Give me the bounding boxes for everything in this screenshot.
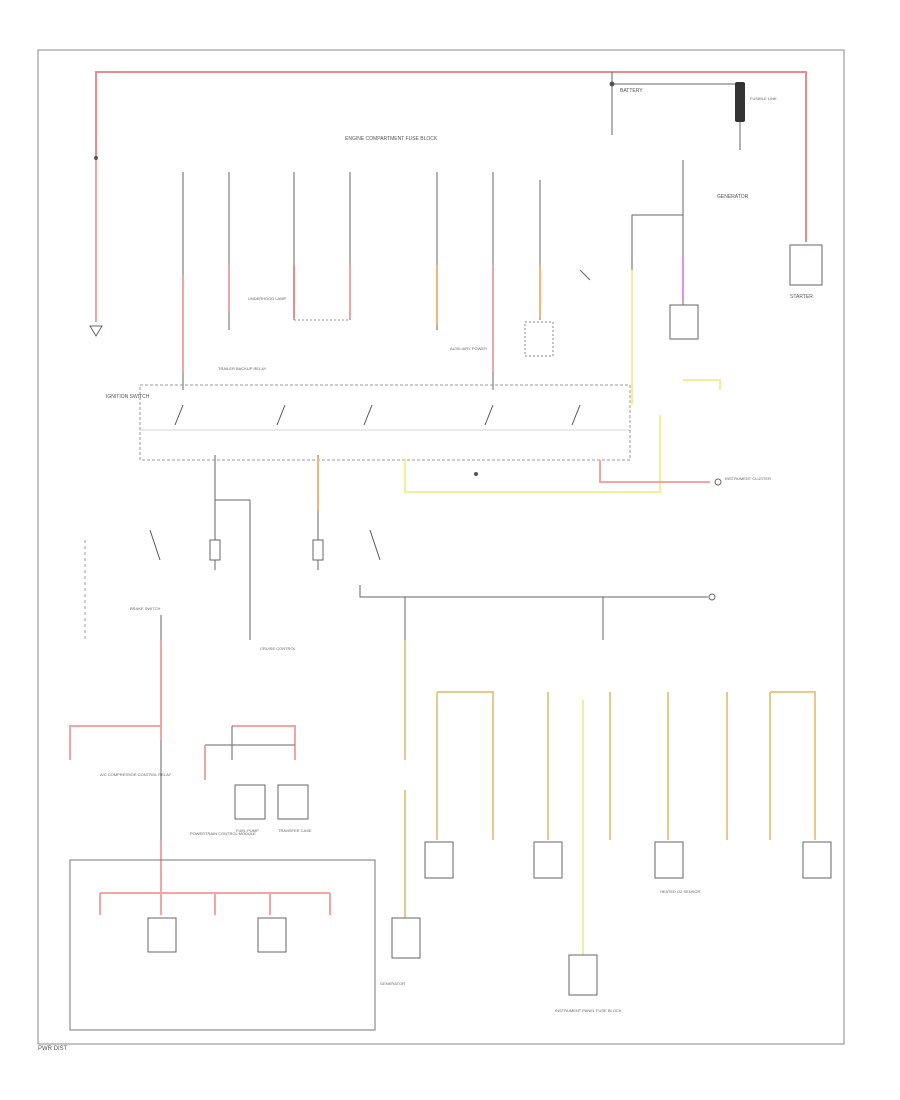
fuse-branches: TRAILER BACKUP RELAY UNDERHOOD LAMP AUXI… [182, 160, 721, 405]
battery-feed: BATTERY STARTER GENERATOR FUSIBLE LINK [95, 71, 823, 300]
ac-compressor-label: A/C COMPRESSOR CONTROL RELAY [100, 772, 171, 777]
powertrain-label: POWERTRAIN CONTROL MODULE [190, 831, 256, 836]
instrument-panel-label: INSTRUMENT PANEL FUSE BLOCK [555, 1008, 622, 1013]
ignition-switch-label: IGNITION SWITCH [106, 394, 150, 400]
trailer-label: TRAILER BACKUP RELAY [218, 366, 267, 371]
ignition-outputs: INSTRUMENT CLUSTER [404, 415, 771, 493]
heated-o2-label: HEATED O2 SENSOR [660, 889, 700, 894]
lower-left-distribution: A/C COMPRESSOR CONTROL RELAY POWERTRAIN … [69, 606, 376, 1031]
left-feed [89, 156, 103, 337]
starter [789, 244, 823, 286]
starter-label: STARTER [790, 294, 813, 300]
generator-top-label: GENERATOR [717, 194, 749, 200]
diagram-frame [37, 49, 845, 1045]
brake-switch-label: BRAKE SWITCH [130, 606, 161, 611]
ignition-switch: IGNITION SWITCH [106, 384, 631, 461]
fusible-link [735, 82, 745, 122]
transfer-case-label: TRANSFER CASE [278, 828, 312, 833]
instrument-cluster-label: INSTRUMENT CLUSTER [725, 476, 771, 481]
fusible-link-label: FUSIBLE LINK [750, 96, 777, 101]
lower-right-distribution: GENERATOR INSTRUMENT PANEL FUSE BLOCK HE… [380, 597, 832, 1013]
diagram-footer: PWR DIST [38, 1046, 68, 1052]
fuel-pump-label: FUEL PUMP [236, 828, 259, 833]
fuse-block-label: ENGINE COMPARTMENT FUSE BLOCK [345, 136, 438, 142]
generator-lower-label: GENERATOR [380, 981, 405, 986]
mid-feeds [84, 455, 716, 640]
auxiliary-label: AUXILIARY POWER [450, 346, 487, 351]
cruise-label: CRUISE CONTROL [260, 646, 297, 651]
underhood-label: UNDERHOOD LAMP [248, 296, 287, 301]
battery-label: BATTERY [620, 88, 643, 94]
